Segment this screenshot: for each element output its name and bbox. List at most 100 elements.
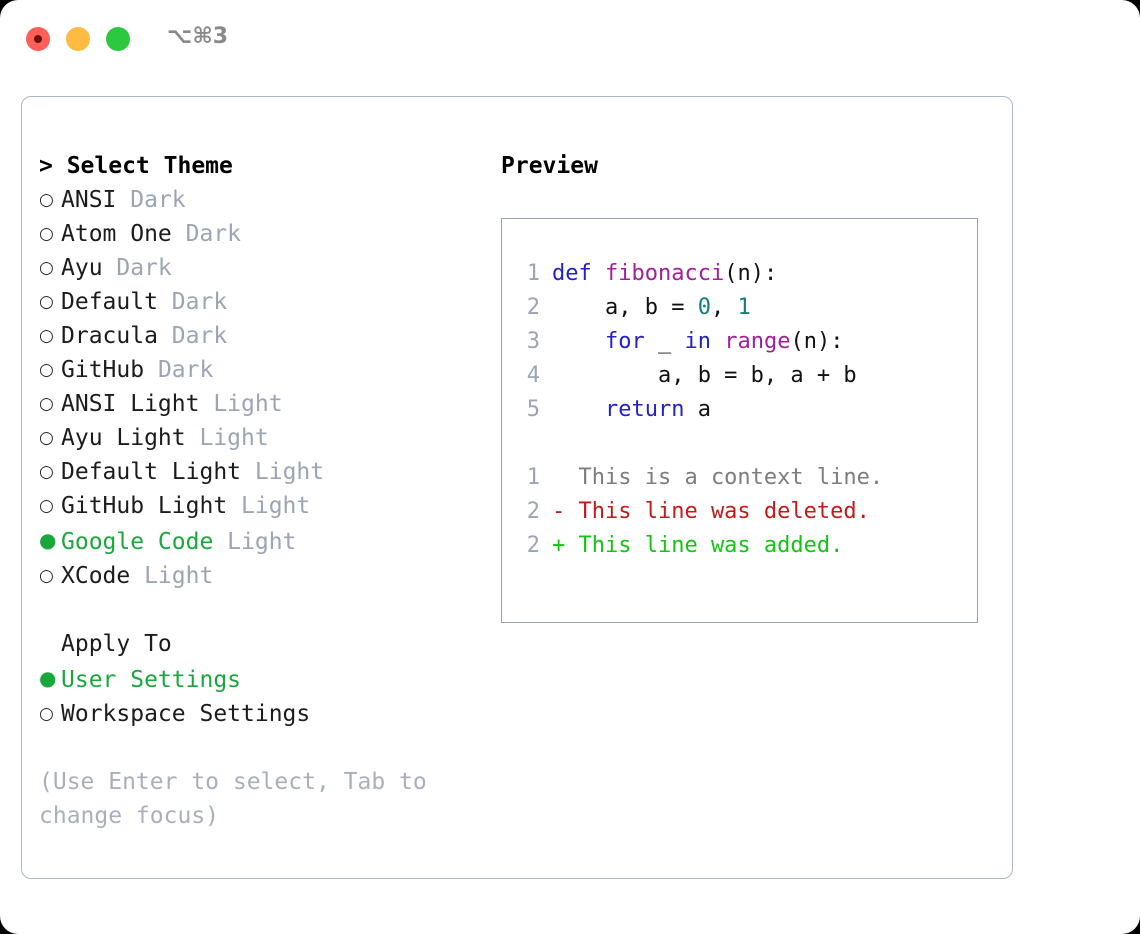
code-token-num: 1	[737, 295, 751, 320]
code-line-number: 5	[526, 397, 540, 422]
close-window-button[interactable]	[26, 27, 50, 51]
diff-line-text-ctx: This is a context line.	[552, 465, 884, 490]
radio-unselected-icon: ○	[39, 428, 54, 448]
code-token-plain: a, b =	[552, 295, 698, 320]
diff-line-number: 2	[526, 499, 540, 524]
keyboard-hint: (Use Enter to select, Tab to change focu…	[39, 769, 441, 829]
code-line: 3 for _ in range(n):	[502, 325, 977, 359]
code-line-number: 1	[526, 261, 540, 286]
window-title: ⌥⌘3	[167, 24, 229, 49]
code-token-plain: (n):	[790, 329, 844, 354]
apply-to-options[interactable]: ●User Settings○Workspace Settings	[39, 661, 489, 731]
theme-list-item[interactable]: ○ANSI Dark	[39, 183, 489, 217]
theme-list-item[interactable]: ●Google Code Light	[39, 523, 489, 559]
code-line-number: 4	[526, 363, 540, 388]
theme-name: Default Light	[61, 459, 255, 485]
theme-list-item[interactable]: ○ GitHub Dark	[39, 353, 489, 387]
apply-to-heading: Apply To	[61, 631, 172, 657]
radio-unselected-icon: ○	[39, 360, 54, 380]
diff-line-text-del: - This line was deleted.	[552, 499, 870, 524]
theme-kind-badge: Dark	[157, 357, 214, 383]
theme-name: Ayu	[61, 255, 117, 281]
theme-list-item[interactable]: ○GitHub Light Light	[39, 489, 489, 523]
radio-unselected-icon: ○	[39, 258, 54, 278]
apply-to-option[interactable]: ○Workspace Settings	[39, 697, 489, 731]
theme-kind-badge: Dark	[116, 255, 172, 281]
code-token-plain: a, b = b, a + b	[552, 363, 857, 388]
code-token-plain: a	[684, 397, 711, 422]
diff-line-number: 1	[526, 465, 540, 490]
theme-kind-badge: Light	[199, 425, 269, 451]
content-card: > Select Theme ○ANSI Dark○Atom One Dark○…	[21, 96, 1013, 879]
theme-name: GitHub	[61, 357, 158, 383]
code-line-number: 3	[526, 329, 540, 354]
code-line: 2 a, b = 0, 1	[502, 291, 977, 325]
radio-unselected-icon: ○	[39, 394, 54, 414]
radio-unselected-icon: ○	[39, 566, 54, 586]
theme-name: GitHub Light	[61, 493, 242, 519]
theme-list-item[interactable]: ○ Ayu Light Light	[39, 421, 489, 455]
code-line-number: 2	[526, 295, 540, 320]
radio-selected-icon: ●	[39, 528, 57, 552]
radio-unselected-icon: ○	[39, 462, 54, 482]
code-diff-gap	[502, 427, 977, 461]
theme-name: Default	[61, 289, 172, 315]
theme-list-item[interactable]: ○ Ayu Dark	[39, 251, 489, 285]
theme-name: XCode	[61, 563, 145, 589]
code-token-plain	[552, 329, 605, 354]
apply-to-label: User Settings	[61, 667, 242, 693]
minimize-window-button[interactable]	[66, 27, 90, 51]
theme-list[interactable]: ○ANSI Dark○Atom One Dark○Ayu Dark○Defaul…	[39, 183, 489, 593]
code-token-kw: def	[552, 261, 605, 286]
title-bar: ⌥⌘3	[0, 0, 1140, 78]
theme-list-item[interactable]: ○Dracula Dark	[39, 319, 489, 353]
theme-kind-badge: Light	[254, 459, 325, 485]
theme-list-item[interactable]: ○ Atom One Dark	[39, 217, 489, 251]
code-token-fn: fibonacci	[604, 261, 725, 286]
theme-name: Google Code	[61, 529, 228, 555]
code-token-plain	[711, 329, 724, 354]
diff-line: 1 This is a context line.	[502, 461, 977, 495]
theme-kind-badge: Dark	[171, 323, 228, 349]
radio-unselected-icon: ○	[39, 224, 54, 244]
theme-list-item[interactable]: ○ Default Light Light	[39, 455, 489, 489]
list-spacer	[39, 593, 489, 627]
theme-name: Ayu Light	[61, 425, 200, 451]
theme-kind-badge: Light	[213, 391, 283, 417]
theme-selection-panel: > Select Theme ○ANSI Dark○Atom One Dark○…	[39, 149, 489, 833]
diff-line-number: 2	[526, 533, 540, 558]
code-line: 5 return a	[502, 393, 977, 427]
code-token-plain: _	[644, 329, 685, 354]
apply-to-option[interactable]: ●User Settings	[39, 661, 489, 697]
theme-name: Atom One	[61, 221, 186, 247]
theme-name: ANSI	[61, 187, 131, 213]
theme-kind-badge: Light	[227, 529, 297, 555]
select-theme-heading: > Select Theme	[39, 153, 233, 179]
radio-unselected-icon: ○	[39, 292, 54, 312]
radio-unselected-icon: ○	[39, 704, 54, 724]
recording-dot-icon	[34, 35, 42, 43]
theme-kind-badge: Dark	[171, 289, 228, 315]
theme-kind-badge: Dark	[185, 221, 242, 247]
diff-line: 2+ This line was added.	[502, 529, 977, 563]
code-line: 4 a, b = b, a + b	[502, 359, 977, 393]
radio-unselected-icon: ○	[39, 326, 54, 346]
theme-kind-badge: Light	[241, 493, 311, 519]
code-token-fn: range	[724, 329, 791, 354]
code-token-kw: in	[684, 329, 711, 354]
code-token-plain	[552, 397, 605, 422]
code-token-kw: for	[604, 329, 645, 354]
diff-line: 2 - This line was deleted.	[502, 495, 977, 529]
code-token-kw: return	[604, 397, 685, 422]
theme-list-item[interactable]: ○ XCode Light	[39, 559, 489, 593]
theme-list-item[interactable]: ○ANSI Light Light	[39, 387, 489, 421]
theme-list-item[interactable]: ○ Default Dark	[39, 285, 489, 319]
maximize-window-button[interactable]	[106, 27, 130, 51]
theme-kind-badge: Dark	[130, 187, 186, 213]
code-token-num: 0	[697, 295, 711, 320]
theme-kind-badge: Light	[144, 563, 214, 589]
